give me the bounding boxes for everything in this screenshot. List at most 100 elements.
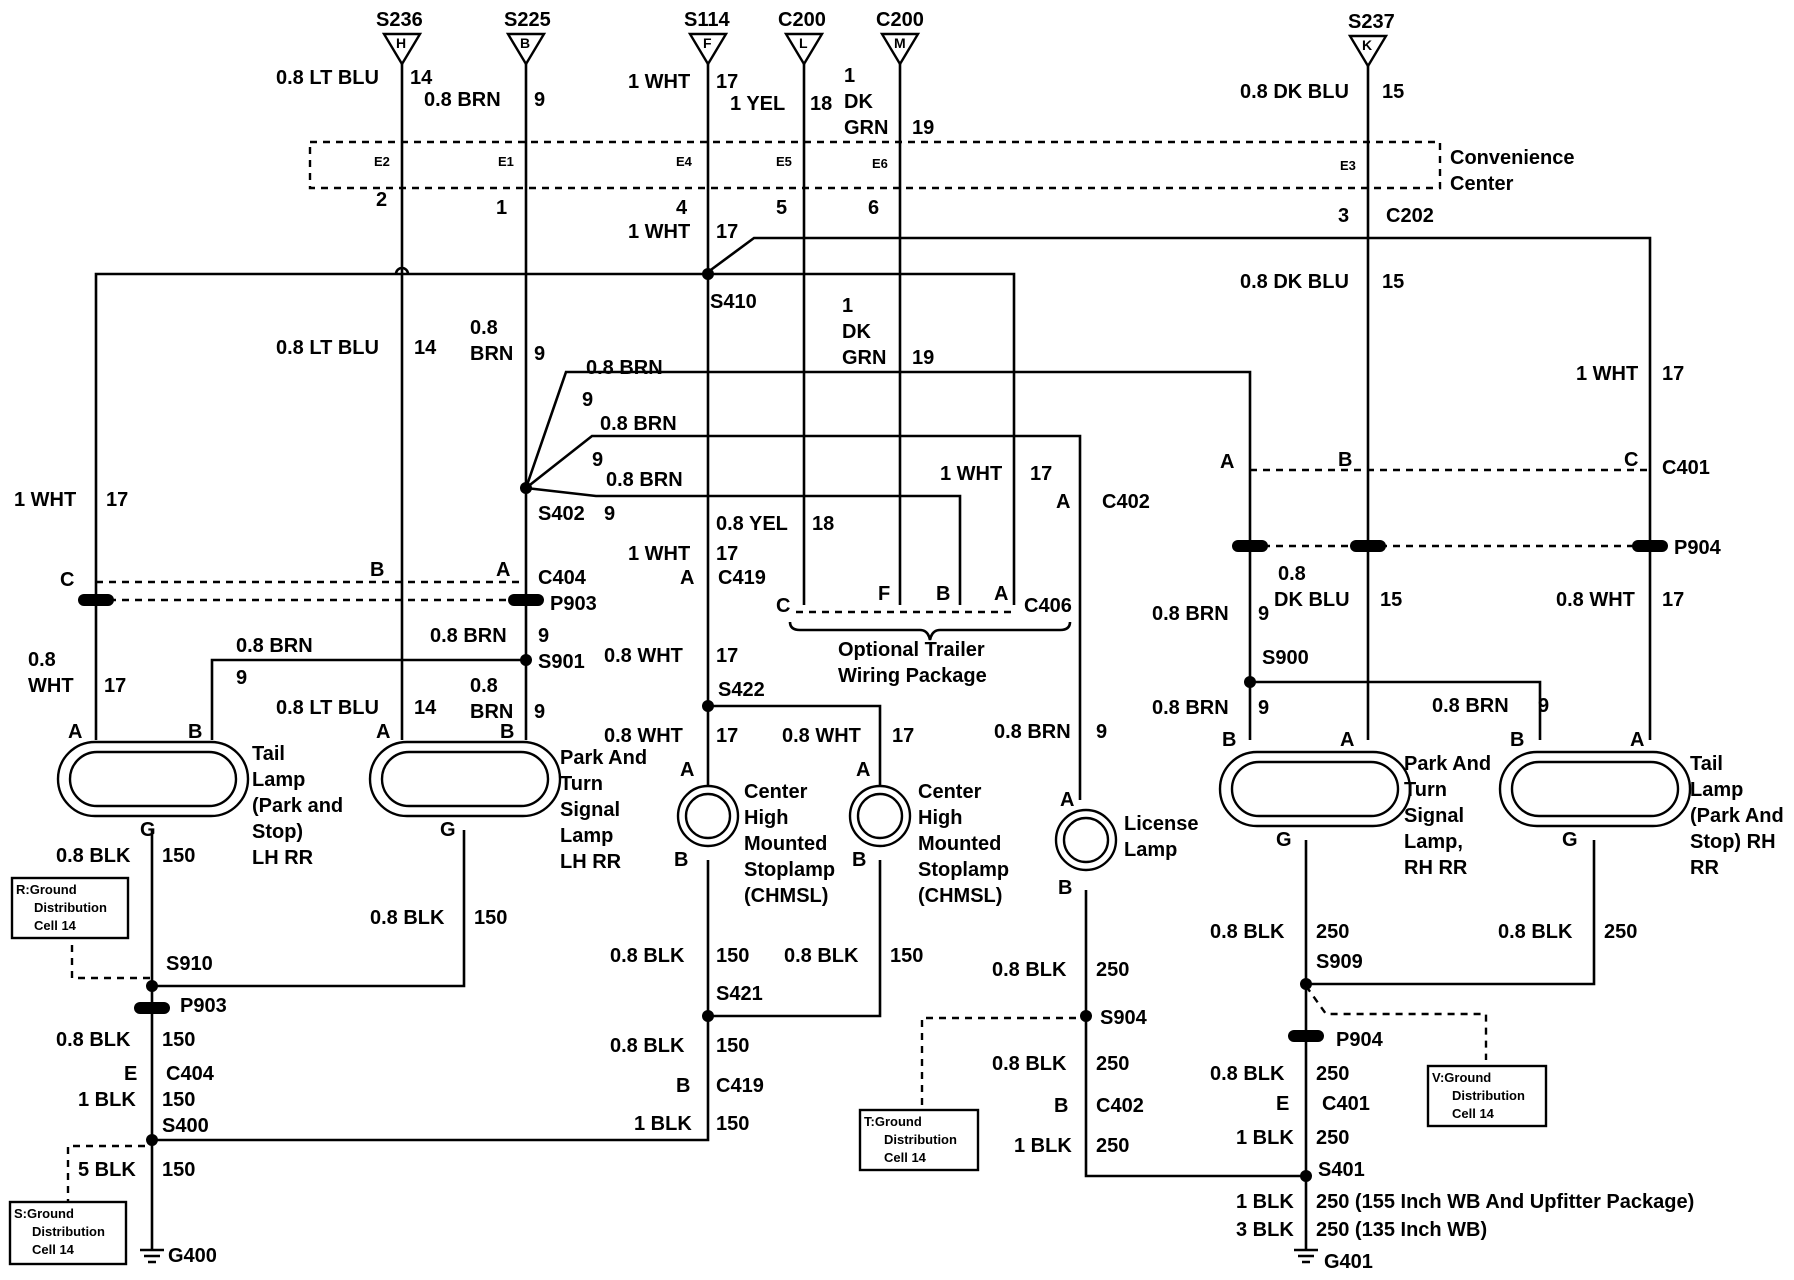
svg-text:F: F — [878, 583, 890, 605]
svg-text:Distribution: Distribution — [32, 1224, 105, 1239]
svg-text:Cell 14: Cell 14 — [32, 1242, 75, 1257]
svg-text:B: B — [676, 1075, 690, 1097]
svg-text:RH RR: RH RR — [1404, 857, 1468, 879]
top-connector-c200-l: C200 L — [778, 9, 826, 67]
svg-text:250: 250 — [1096, 959, 1129, 981]
svg-text:9: 9 — [534, 701, 545, 723]
svg-text:T:Ground: T:Ground — [864, 1114, 922, 1129]
svg-text:0.8 BRN: 0.8 BRN — [994, 721, 1071, 743]
svg-text:17: 17 — [716, 645, 738, 667]
svg-text:A: A — [1220, 451, 1234, 473]
svg-text:9: 9 — [534, 89, 545, 111]
svg-text:14: 14 — [414, 697, 437, 719]
svg-text:150: 150 — [162, 1029, 195, 1051]
svg-text:9: 9 — [604, 503, 615, 525]
svg-text:0.8 BLK: 0.8 BLK — [610, 945, 685, 967]
svg-text:9: 9 — [538, 625, 549, 647]
svg-text:0.8 BRN: 0.8 BRN — [600, 413, 677, 435]
svg-text:150: 150 — [162, 1089, 195, 1111]
svg-text:18: 18 — [812, 513, 834, 535]
svg-text:A: A — [496, 559, 510, 581]
svg-text:250: 250 — [1316, 1063, 1349, 1085]
ground-dist-t: T:Ground Distribution Cell 14 — [858, 1108, 980, 1172]
svg-text:A: A — [856, 759, 870, 781]
svg-text:0.8 DK BLU: 0.8 DK BLU — [1240, 271, 1349, 293]
svg-text:B: B — [500, 721, 514, 743]
svg-text:3: 3 — [1338, 205, 1349, 227]
svg-text:G: G — [1276, 829, 1292, 851]
svg-text:Lamp: Lamp — [1124, 839, 1177, 861]
svg-text:Convenience: Convenience — [1450, 147, 1574, 169]
svg-text:0.8 YEL: 0.8 YEL — [716, 513, 788, 535]
svg-text:17: 17 — [104, 675, 126, 697]
svg-text:High: High — [918, 807, 962, 829]
svg-text:DK BLU: DK BLU — [1274, 589, 1350, 611]
svg-text:K: K — [1362, 37, 1372, 53]
svg-text:S236: S236 — [376, 9, 423, 31]
svg-text:GRN: GRN — [842, 347, 886, 369]
top-connector-s236: S236 H — [376, 9, 423, 67]
svg-text:Turn: Turn — [560, 773, 603, 795]
svg-text:P904: P904 — [1336, 1029, 1384, 1051]
svg-text:17: 17 — [106, 489, 128, 511]
svg-text:Cell 14: Cell 14 — [884, 1150, 927, 1165]
svg-text:C202: C202 — [1386, 205, 1434, 227]
svg-text:0.8 BRN: 0.8 BRN — [1152, 603, 1229, 625]
svg-text:S421: S421 — [716, 983, 763, 1005]
svg-text:1 WHT: 1 WHT — [940, 463, 1002, 485]
svg-text:B: B — [370, 559, 384, 581]
svg-text:S410: S410 — [710, 291, 757, 313]
svg-text:250 (135 Inch WB): 250 (135 Inch WB) — [1316, 1219, 1487, 1241]
svg-text:9: 9 — [1258, 697, 1269, 719]
svg-text:Center: Center — [744, 781, 808, 803]
svg-text:Center: Center — [918, 781, 982, 803]
svg-text:9: 9 — [1538, 695, 1549, 717]
svg-text:G401: G401 — [1324, 1251, 1373, 1273]
svg-text:9: 9 — [592, 449, 603, 471]
svg-text:C402: C402 — [1102, 491, 1150, 513]
svg-text:0.8 DK BLU: 0.8 DK BLU — [1240, 81, 1349, 103]
svg-text:0.8 BRN: 0.8 BRN — [586, 357, 663, 379]
svg-text:S237: S237 — [1348, 11, 1395, 33]
svg-text:17: 17 — [1662, 363, 1684, 385]
wire-label: 0.8 LT BLU — [276, 67, 379, 89]
svg-text:1 BLK: 1 BLK — [1014, 1135, 1072, 1157]
svg-text:C: C — [1624, 449, 1638, 471]
svg-text:Distribution: Distribution — [34, 900, 107, 915]
svg-text:B: B — [1058, 877, 1072, 899]
svg-text:E: E — [1276, 1093, 1289, 1115]
svg-text:0.8: 0.8 — [1278, 563, 1306, 585]
svg-text:Turn: Turn — [1404, 779, 1447, 801]
svg-text:0.8 BLK: 0.8 BLK — [56, 1029, 131, 1051]
svg-text:0.8 BRN: 0.8 BRN — [606, 469, 683, 491]
svg-text:2: 2 — [376, 189, 387, 211]
svg-text:S422: S422 — [718, 679, 765, 701]
svg-text:E1: E1 — [498, 154, 514, 169]
svg-text:A: A — [680, 759, 694, 781]
svg-text:Park And: Park And — [1404, 753, 1491, 775]
svg-text:1 WHT: 1 WHT — [1576, 363, 1638, 385]
svg-text:H: H — [396, 35, 406, 51]
svg-text:(Park and: (Park and — [252, 795, 343, 817]
svg-text:E6: E6 — [872, 156, 888, 171]
svg-text:S909: S909 — [1316, 951, 1363, 973]
svg-text:Tail: Tail — [252, 743, 285, 765]
tail-lamp-lh: Tail Lamp (Park and Stop) LH RR G — [56, 740, 343, 869]
svg-text:15: 15 — [1382, 81, 1404, 103]
svg-text:Center: Center — [1450, 173, 1514, 195]
svg-text:L: L — [799, 35, 808, 51]
svg-text:17: 17 — [1030, 463, 1052, 485]
svg-text:0.8 BLK: 0.8 BLK — [370, 907, 445, 929]
svg-text:250: 250 — [1316, 921, 1349, 943]
svg-text:C401: C401 — [1322, 1093, 1370, 1115]
svg-text:5: 5 — [776, 197, 787, 219]
svg-text:9: 9 — [1258, 603, 1269, 625]
svg-text:1 WHT: 1 WHT — [628, 543, 690, 565]
svg-text:19: 19 — [912, 117, 934, 139]
svg-text:15: 15 — [1382, 271, 1404, 293]
svg-text:17: 17 — [716, 71, 738, 93]
svg-text:E4: E4 — [676, 154, 693, 169]
svg-text:B: B — [1338, 449, 1352, 471]
svg-text:150: 150 — [474, 907, 507, 929]
svg-text:S901: S901 — [538, 651, 585, 673]
